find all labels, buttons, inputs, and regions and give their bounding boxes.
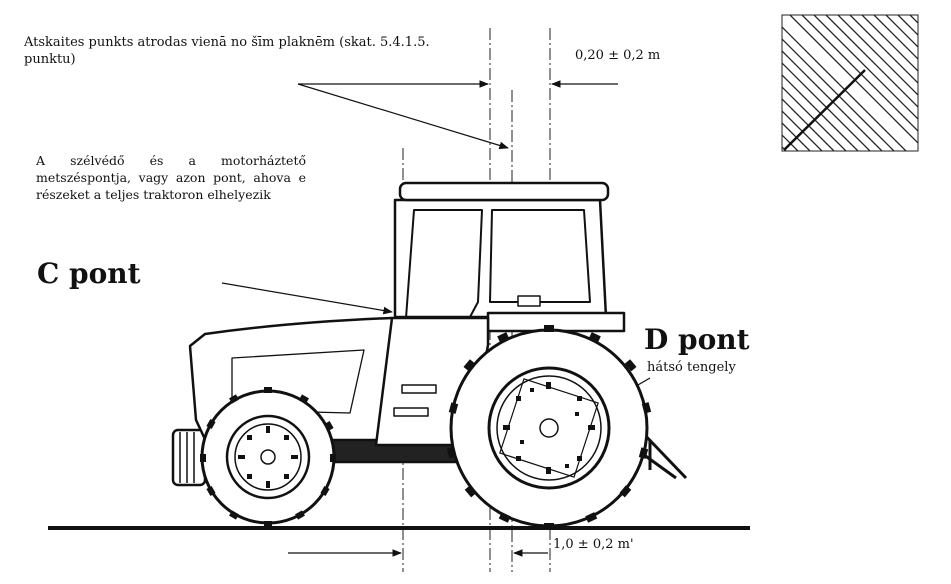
rear-axle-label: hátsó tengely [647,360,736,375]
hatch-legend [781,14,919,152]
rear-wheel [446,325,652,530]
front-wheel [200,387,336,527]
d-point-label: D pont [644,323,750,356]
upper-dimension-label: 0,20 ± 0,2 m [575,48,661,63]
c-point-description: A szélvédő és a motorháztető metszéspont… [36,153,306,202]
c-point-label: C pont [37,257,141,290]
lower-dimension-label: 1,0 ± 0,2 m' [553,537,634,552]
reference-point-note: Atskaites punkts atrodas vienā no šīm pl… [24,35,430,67]
